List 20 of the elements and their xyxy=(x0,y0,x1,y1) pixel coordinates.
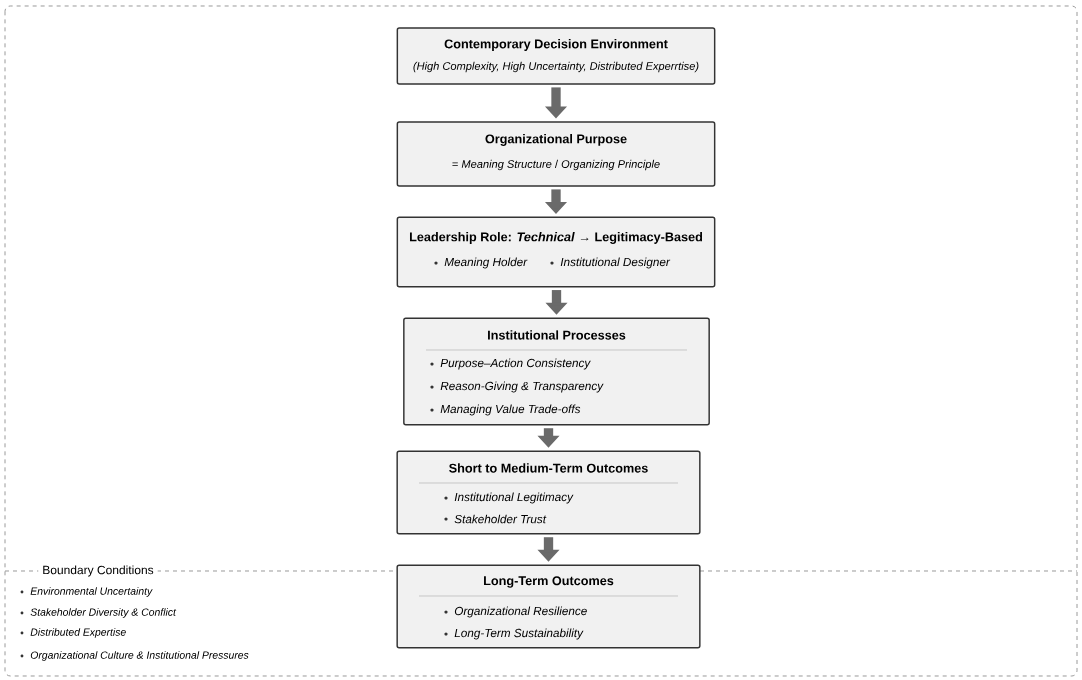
bullet-item: Distributed Expertise xyxy=(20,628,126,638)
process-box: Short to Medium-Term Outcomes Institutional Legitimacy Stakeholder Trust xyxy=(396,450,701,535)
bullet-item: Reason-Giving & Transparency xyxy=(430,381,604,393)
bullet-item: Long-Term Sustainability xyxy=(444,628,584,640)
bullet-item: Purpose–Action Consistency xyxy=(430,358,591,370)
process-box: Contemporary Decision Environment (High Complexity, High Uncertainty, Distributed Experrtise) xyxy=(396,27,716,85)
bullet-item: Organizational Culture & Institutional Pressures xyxy=(20,651,249,661)
bullet-item: Meaning Holder xyxy=(434,257,528,269)
bullet-item: Institutional Designer xyxy=(550,257,671,269)
bullet-item: Institutional Legitimacy xyxy=(444,492,574,504)
bullet-item: Stakeholder Trust xyxy=(444,514,547,524)
process-box: Leadership Role: Technical → Legitimacy-Based Meaning Holder Institutional Designer xyxy=(396,216,716,288)
process-box: Organizational Purpose = Meaning Structure / Organizing Principle xyxy=(396,121,716,187)
bullet-item: Organizational Resilience xyxy=(444,606,587,618)
process-box: Institutional Processes Purpose–Action Consistency Reason-Giving & Transparency Managing Value Trade-offs xyxy=(403,317,710,426)
bullet-item: Environmental Uncertainty xyxy=(20,587,153,597)
section-heading: Boundary Conditions xyxy=(38,564,158,578)
process-box: Long-Term Outcomes Organizational Resilience Long-Term Sustainability xyxy=(396,564,701,649)
bullet-item: Stakeholder Diversity & Conflict xyxy=(20,608,177,618)
bullet-item: Managing Value Trade-offs xyxy=(430,404,581,416)
